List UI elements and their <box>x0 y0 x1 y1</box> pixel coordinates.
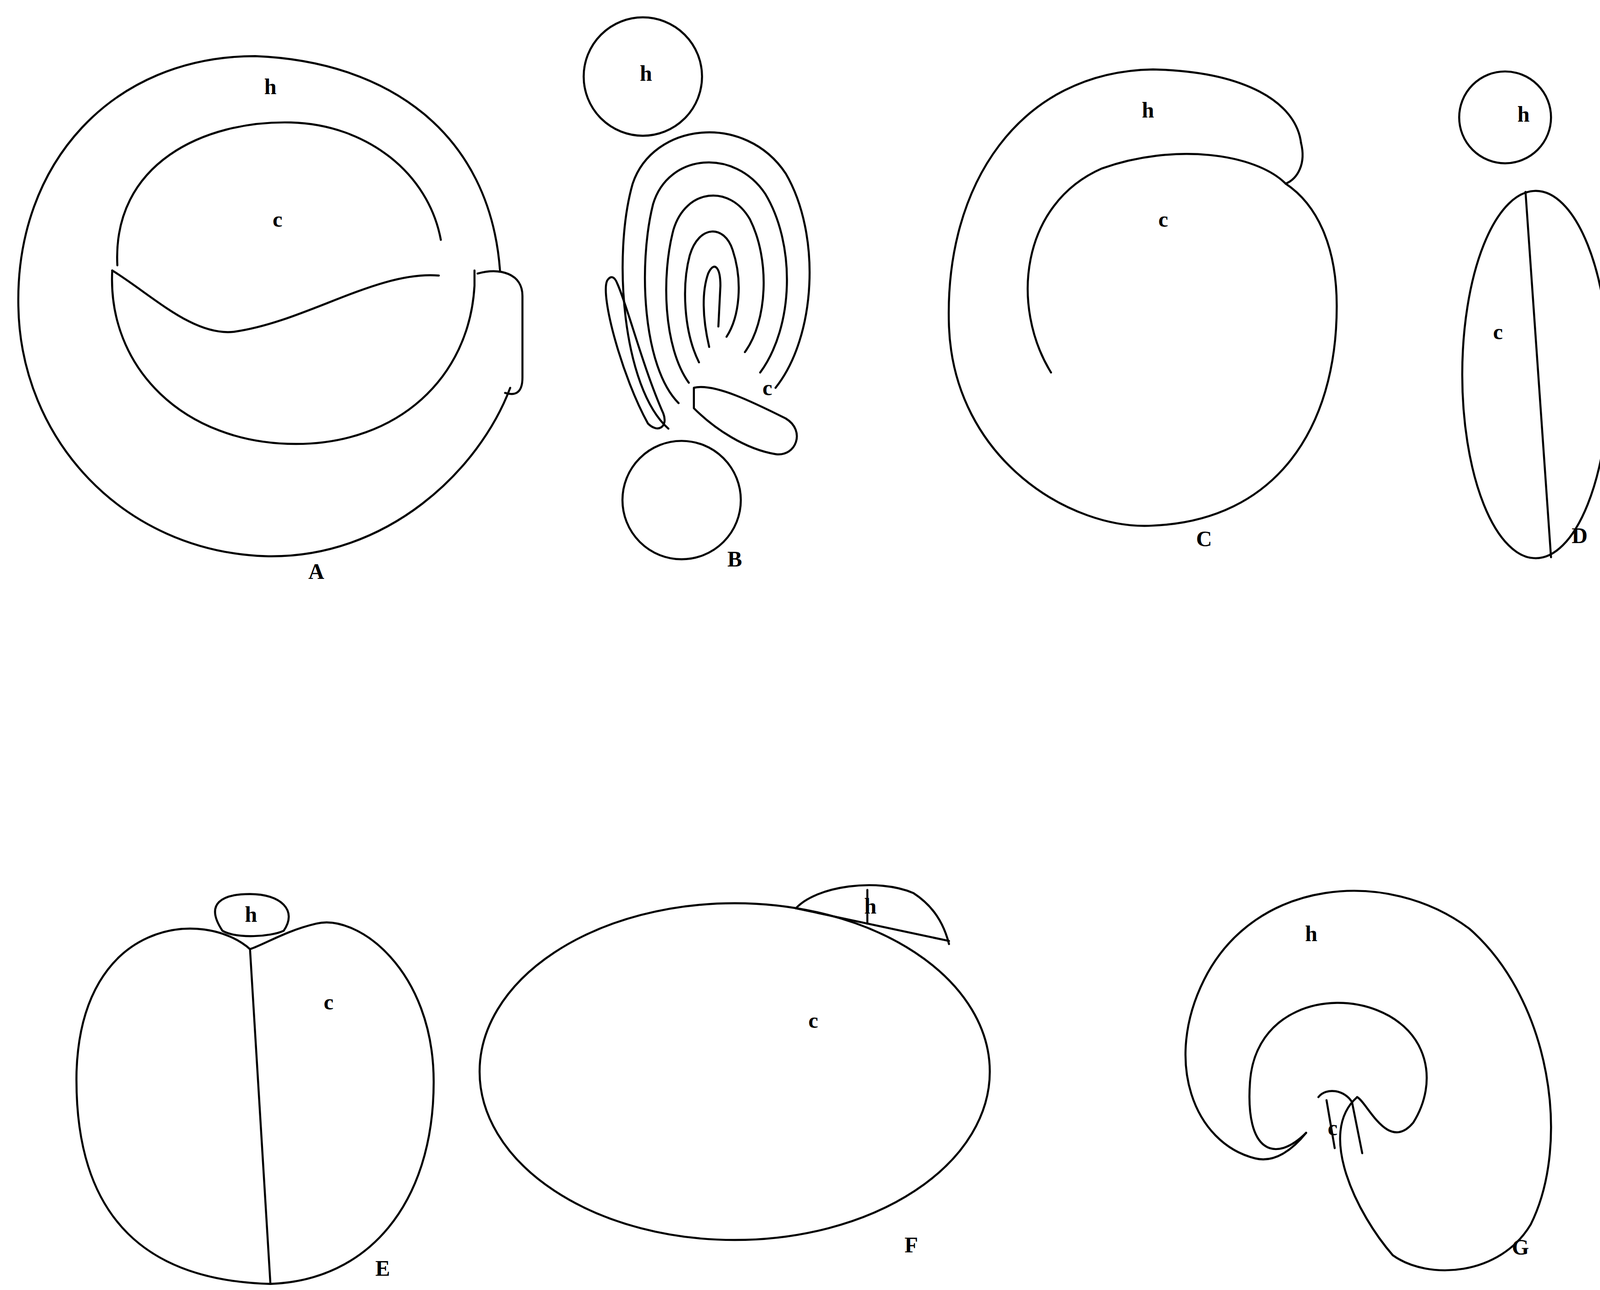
part-label: c <box>1493 320 1503 343</box>
figure-letter: C <box>1196 527 1213 550</box>
figure-letter: B <box>727 548 743 571</box>
embryo-f <box>479 884 991 1240</box>
figure-letter: G <box>1511 1236 1529 1259</box>
embryo-a <box>18 55 523 556</box>
figure-letter: F <box>904 1233 918 1256</box>
embryo-g <box>1185 890 1551 1270</box>
part-label: h <box>245 903 258 926</box>
figure-letter: A <box>308 560 325 583</box>
embryo-c <box>948 69 1337 526</box>
figure-letter: E <box>375 1257 391 1280</box>
part-label: c <box>272 208 283 231</box>
part-label: c <box>1158 208 1169 231</box>
part-label: c <box>762 376 773 399</box>
part-label: c <box>1327 1116 1338 1139</box>
part-label: h <box>1304 922 1318 945</box>
embryo-d <box>1459 71 1600 559</box>
part-label: h <box>1141 99 1155 122</box>
embryo-e <box>76 893 434 1284</box>
part-label: c <box>808 1009 818 1032</box>
part-label: h <box>264 75 277 98</box>
part-label: h <box>639 62 653 85</box>
part-label: h <box>1517 103 1530 126</box>
part-label: c <box>323 990 334 1013</box>
embryo-b <box>583 17 810 560</box>
part-label: h <box>864 895 877 918</box>
figure-letter: D <box>1571 524 1588 547</box>
